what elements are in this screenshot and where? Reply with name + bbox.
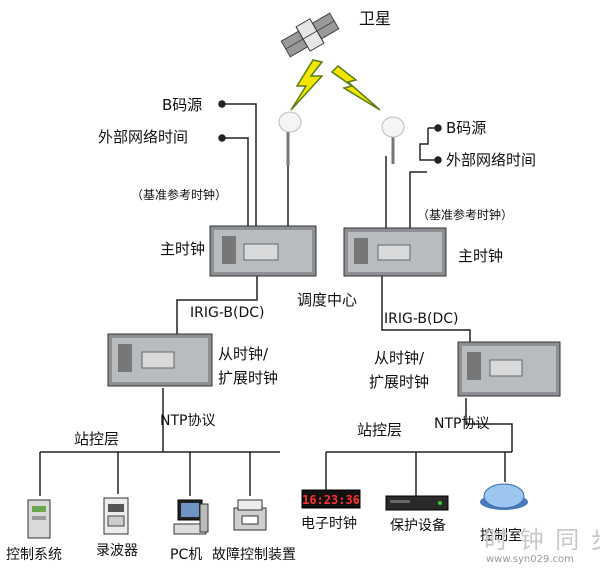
- device-label-control-room: 控制室: [480, 528, 522, 544]
- b-code-source-right: B码源: [446, 119, 487, 137]
- satellite-icon: [280, 12, 340, 58]
- pc-icon: [173, 499, 209, 535]
- ntp-left-label: NTP协议: [160, 413, 216, 429]
- antenna-left-icon: [278, 111, 302, 166]
- device-label-pc: PC机: [170, 547, 203, 563]
- device-label-fault-control: 故障控制装置: [212, 547, 296, 563]
- slave-clock-left-line1: 从时钟/: [218, 345, 269, 363]
- device-label-control-system: 控制系统: [6, 547, 62, 563]
- fault-control-device-icon: [233, 499, 267, 531]
- control-system-icon: [27, 499, 51, 539]
- lightning-bolt-left: [290, 59, 324, 111]
- irig-b-right-label: IRIG-B(DC): [384, 311, 459, 327]
- control-room-icon: [480, 483, 528, 510]
- watermark-text: 时 钟 同 步: [484, 526, 600, 554]
- master-clock-right-device: [343, 227, 447, 277]
- b-code-source-left: B码源: [162, 96, 203, 114]
- station-layer-left: 站控层: [74, 430, 120, 448]
- irig-b-left-label: IRIG-B(DC): [190, 305, 265, 321]
- electronic-clock-device: 16:23:36: [301, 489, 361, 509]
- svg-text:16:23:36: 16:23:36: [302, 493, 360, 507]
- lightning-bolt-right: [330, 65, 381, 111]
- slave-clock-right-device: [457, 341, 561, 397]
- slave-clock-left-device: [107, 333, 213, 387]
- station-layer-right: 站控层: [357, 421, 403, 439]
- slave-clock-right-line1: 从时钟/: [374, 349, 425, 367]
- device-label-electronic-clock: 电子时钟: [301, 516, 357, 532]
- slave-clock-left-line2: 扩展时钟: [218, 369, 279, 387]
- ntp-right-label: NTP协议: [434, 416, 490, 432]
- external-network-time-right: 外部网络时间: [446, 151, 537, 169]
- device-label-protection: 保护设备: [390, 518, 446, 534]
- reference-clock-left: （基准参考时钟）: [131, 188, 228, 202]
- slave-clock-right-line2: 扩展时钟: [369, 373, 430, 391]
- protection-device-icon: [385, 495, 449, 511]
- master-clock-left-label: 主时钟: [160, 240, 206, 258]
- master-clock-right-label: 主时钟: [458, 247, 504, 265]
- external-network-time-left: 外部网络时间: [98, 128, 189, 146]
- device-label-recorder: 录波器: [96, 543, 138, 559]
- master-clock-left-device: [209, 225, 317, 277]
- recorder-icon: [103, 497, 129, 535]
- antenna-right-icon: [381, 116, 405, 164]
- watermark-url: www.syn029.com: [486, 554, 574, 565]
- reference-clock-right: （基准参考时钟）: [417, 208, 514, 222]
- dispatch-center-label: 调度中心: [297, 291, 358, 309]
- satellite-label: 卫星: [359, 9, 392, 28]
